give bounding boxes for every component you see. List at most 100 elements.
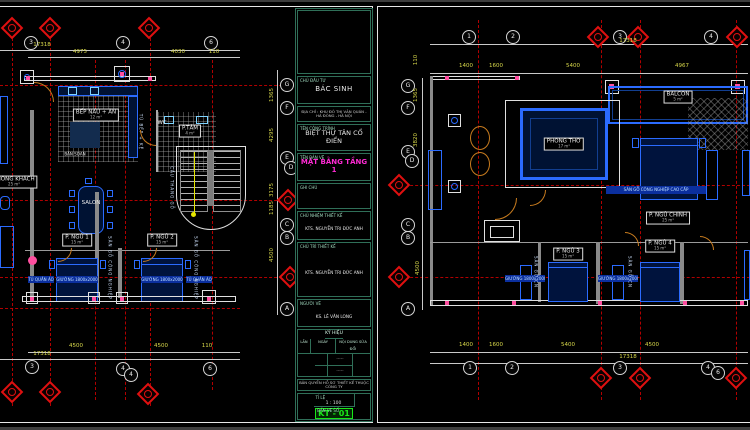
round-column (28, 256, 37, 265)
role-1-label: CHỦ NHIỆM THIẾT KẾ (300, 213, 343, 218)
kitchen-island (70, 122, 100, 148)
arch (470, 126, 490, 150)
section-marker-icon (387, 265, 411, 289)
grid-bubble: A (401, 302, 415, 316)
vertical-annotation: SÀN GỖ CÔNG NGHIỆP (193, 236, 199, 300)
vertical-annotation: TỦ BẾP + KỆ (138, 113, 144, 151)
wardrobe (744, 250, 750, 300)
section-marker-icon (0, 380, 24, 404)
sofa (0, 226, 14, 268)
chair (69, 222, 75, 229)
left-sheet-border-top (0, 6, 372, 7)
grid-line (640, 20, 641, 400)
role-box-1: CHỦ NHIỆM THIẾT KẾ KTS. NGUYỄN TRI ĐỨC A… (297, 211, 371, 240)
chair (107, 190, 113, 197)
chair (69, 206, 75, 213)
dimension-text: 110 (413, 54, 419, 66)
wall (22, 296, 236, 302)
grid-bubble: D (405, 154, 419, 168)
role-3-label: NGƯỜI VẼ (300, 301, 321, 306)
project-label: TÊN CÔNG TRÌNH (300, 126, 335, 131)
wall (25, 250, 230, 251)
dimension-text: 5400 (566, 63, 580, 69)
rev-col-2: NGÀY (311, 339, 336, 353)
grid-bubble: 4 (124, 368, 138, 382)
sheet-number-label: BẢN VẼ SỐ (317, 408, 340, 413)
balcony-railing (608, 86, 748, 124)
grid-bubble: C (280, 218, 294, 232)
grid-bubble: G (401, 79, 415, 93)
grid-bubble: 3 (25, 360, 39, 374)
annotation-bar: TỦ QUẦN ÁO (28, 276, 54, 283)
vertical-annotation: CẦU THANG GỖ (169, 166, 175, 210)
right-sheet-border-left (377, 6, 378, 423)
rev-col-3: NỘI DUNG SỬA ĐỔI (339, 340, 367, 351)
dimension-text: 1400 (459, 63, 473, 69)
note-box: GHI CHÚ (297, 183, 371, 209)
dimension-text: 4500 (269, 248, 275, 262)
dimension-line (0, 50, 240, 51)
column-ring (118, 70, 126, 78)
column-box (88, 292, 100, 304)
stair-wall (208, 150, 213, 206)
right-sheet-border-bottom (377, 422, 750, 423)
column-box (116, 292, 128, 304)
dimension-text: 4500 (154, 343, 168, 349)
column (445, 76, 449, 80)
copyright-box: BẢN QUYỀN HỒ SƠ THIẾT KẾ THUỘC CÔNG TY (297, 379, 371, 391)
bed (548, 262, 588, 302)
revision-row: ----- (315, 354, 353, 366)
column-box (26, 292, 38, 304)
client-name: BÁC SINH (315, 85, 353, 94)
chair (107, 222, 113, 229)
wall (505, 100, 620, 188)
dimension-text: 1365 (413, 88, 419, 102)
door-arc (700, 236, 714, 250)
column (683, 301, 687, 305)
balcony-inner (612, 90, 744, 120)
grid-bubble: 6 (204, 36, 218, 50)
dimension-text: 1185 (269, 201, 275, 215)
room-area: 4 m² (185, 130, 195, 136)
rev-col-1: LẦN (298, 339, 311, 353)
dimension-text: 1600 (489, 342, 503, 348)
dimension-text: 3175 (269, 183, 275, 197)
dimension-line (430, 352, 748, 353)
column (30, 297, 34, 301)
dimension-line (277, 70, 278, 315)
annotation-bar: GIƯỜNG 1800x2000 (505, 275, 545, 282)
section-marker-icon (137, 16, 161, 40)
dimension-text: 4500 (645, 342, 659, 348)
grid-line (0, 308, 240, 309)
annotation-bar: GIƯỜNG 1800x2000 (56, 276, 98, 283)
kitchen-counter (128, 96, 138, 158)
bottom-edge (0, 427, 750, 430)
scale-cell: TỈ LỆ 1 : 100 (313, 394, 354, 407)
dimension-line (0, 359, 240, 360)
column-ring (451, 117, 458, 124)
grid-line (0, 200, 292, 201)
dimension-text: 4500 (69, 343, 83, 349)
annotation-bar: TỦ QUẦN ÁO (186, 276, 212, 283)
dimension-text: 1400 (459, 342, 473, 348)
stair-treads (213, 150, 241, 212)
dimension-text: 110 (208, 49, 220, 55)
drawing-box: TÊN BẢN VẼ MẶT BẰNG TẦNG 1 (297, 153, 371, 181)
annotation-bar: GIƯỜNG 1800x2000 (141, 276, 183, 283)
dimension-line (422, 78, 423, 310)
arch (470, 152, 490, 176)
drawing-title: MẶT BẰNG TẦNG 1 (300, 158, 368, 174)
pillow (640, 138, 698, 146)
section-marker-icon (589, 366, 613, 390)
vertical-annotation: SÀN GỖ CÔNG NGHIỆP (107, 236, 113, 300)
wardrobe (520, 265, 532, 300)
pillow (141, 258, 183, 265)
